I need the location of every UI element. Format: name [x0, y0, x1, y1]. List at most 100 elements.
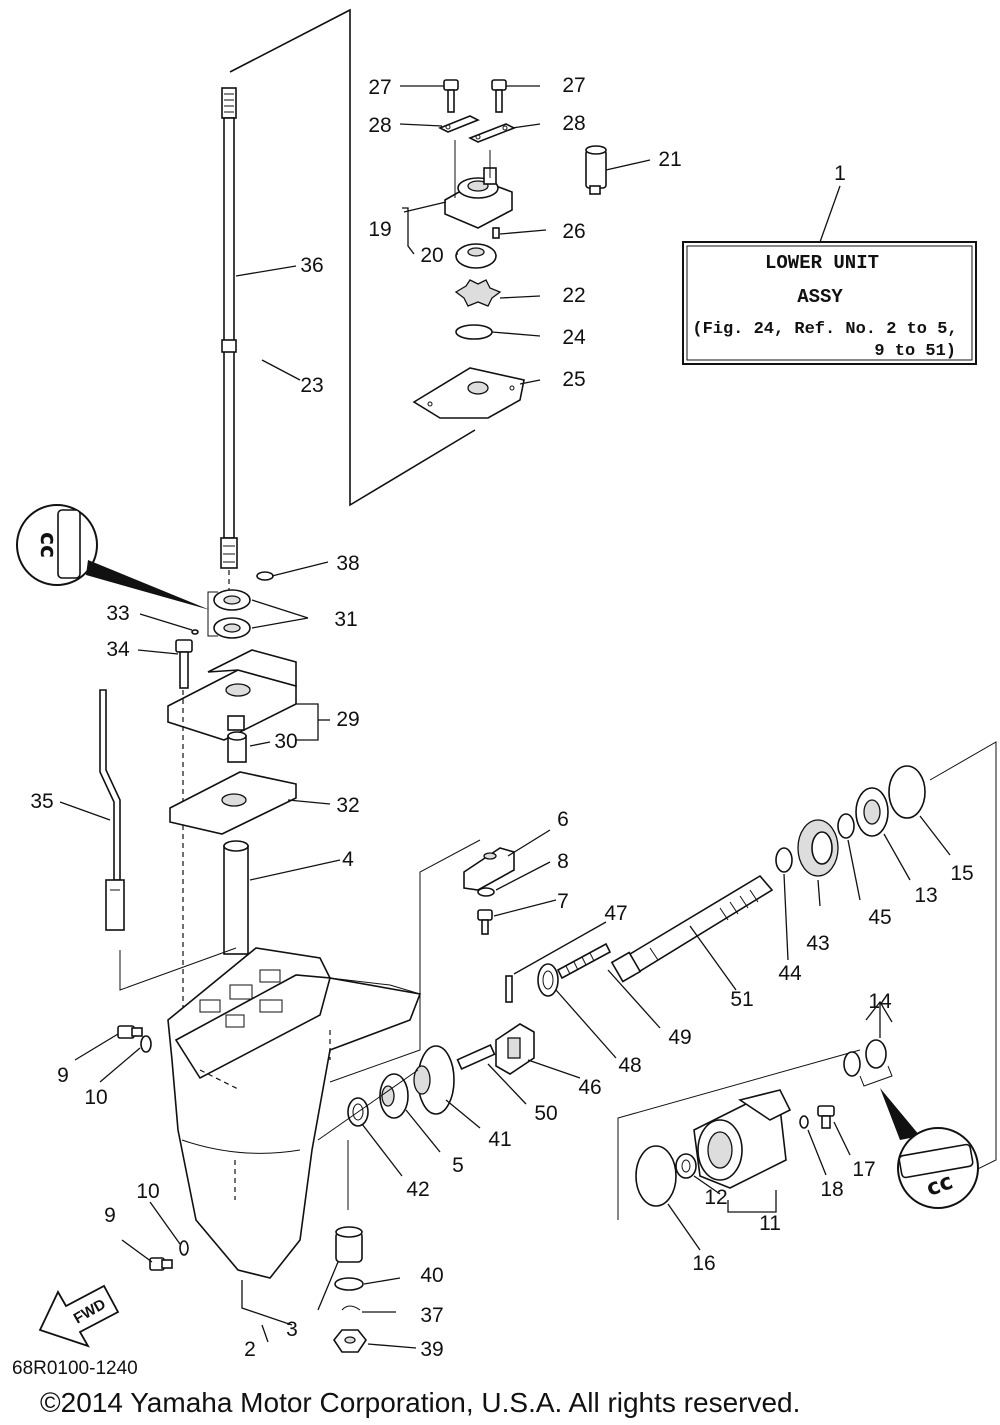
callout-19: 19	[368, 218, 391, 241]
bearing-lower	[213, 617, 251, 639]
circlip-37	[341, 1305, 361, 1311]
bolt-9-lower	[149, 1257, 173, 1271]
assy-box-line3: (Fig. 24, Ref. No. 2 to 5,	[692, 320, 957, 339]
propeller-shaft-housing	[693, 1089, 792, 1189]
callout-9-lower: 9	[104, 1204, 116, 1227]
impeller-insert	[455, 243, 497, 269]
lower-unit-assy-box: LOWER UNIT ASSY (Fig. 24, Ref. No. 2 to …	[682, 241, 977, 365]
callout-8: 8	[557, 850, 569, 873]
water-pipe	[223, 840, 249, 955]
callout-12: 12	[704, 1186, 727, 1209]
drawing-code: 68R0100-1240	[12, 1358, 138, 1379]
leader-lines	[59, 85, 951, 1349]
callout-32: 32	[336, 794, 359, 817]
o-ring-15	[888, 765, 926, 819]
callout-16: 16	[692, 1252, 715, 1275]
callout-31: 31	[334, 608, 357, 631]
callout-39: 39	[420, 1338, 443, 1361]
bearing-5	[379, 1073, 409, 1119]
callout-6: 6	[557, 808, 569, 831]
callout-11: 11	[759, 1212, 781, 1235]
callout-27-right: 27	[562, 74, 585, 97]
callout-2: 2	[244, 1338, 256, 1361]
assy-box-line1: LOWER UNIT	[765, 252, 879, 274]
callout-20: 20	[420, 244, 443, 267]
screw-7	[477, 909, 493, 935]
housing-bolt-17	[817, 1105, 835, 1129]
gasket-16	[635, 1145, 677, 1207]
callout-18: 18	[820, 1178, 843, 1201]
callout-23: 23	[300, 374, 323, 397]
fwd-arrow-icon: FWD	[38, 1284, 120, 1348]
callout-24: 24	[562, 326, 586, 349]
callout-27-left: 27	[368, 76, 391, 99]
callout-38: 38	[336, 552, 359, 575]
shim-40	[334, 1277, 364, 1291]
impeller	[454, 279, 502, 307]
pinion-nut	[333, 1329, 367, 1353]
callout-28-right: 28	[562, 112, 585, 135]
clutch-spring	[537, 963, 559, 997]
callout-37: 37	[420, 1304, 443, 1327]
pump-bolt-left	[443, 79, 459, 113]
callout-47: 47	[604, 902, 627, 925]
pinion-gear	[413, 1045, 455, 1115]
dog-clutch	[495, 1023, 535, 1075]
housing-gasket	[169, 771, 297, 835]
assy-box-line4: 9 to 51)	[874, 342, 956, 361]
pump-plate-right	[468, 123, 516, 143]
callout-4: 4	[342, 848, 354, 871]
pump-pin	[492, 227, 500, 239]
water-tube	[585, 145, 607, 195]
callout-5: 5	[452, 1154, 464, 1177]
callout-41: 41	[488, 1128, 511, 1151]
callout-15: 15	[950, 862, 973, 885]
pump-bolt-right	[491, 79, 507, 113]
shaft-clip	[256, 571, 274, 581]
seal-33	[191, 629, 199, 635]
lower-case	[167, 947, 422, 1279]
callout-49: 49	[668, 1026, 691, 1049]
callout-45: 45	[868, 906, 891, 929]
water-inlet-cover	[463, 847, 515, 891]
drive-shaft	[220, 87, 238, 600]
callout-29: 29	[336, 708, 359, 731]
callout-9-upper: 9	[57, 1064, 69, 1087]
washer-8	[477, 887, 495, 897]
callout-36: 36	[300, 254, 323, 277]
callout-30: 30	[274, 730, 297, 753]
callout-26: 26	[562, 220, 585, 243]
callout-7: 7	[557, 890, 569, 913]
bushing-12	[675, 1153, 697, 1179]
grease-stamp-top: cc	[16, 504, 210, 610]
callout-3: 3	[286, 1318, 298, 1341]
pump-outer-plate	[412, 367, 525, 419]
callout-numbers: 1 2 3 4 5 6 7 8 9 9 10 10 11 12 13 14 15…	[30, 74, 973, 1361]
callout-28-left: 28	[368, 114, 391, 137]
copyright-notice: ©2014 Yamaha Motor Corporation, U.S.A. A…	[40, 1387, 800, 1418]
callout-42: 42	[406, 1178, 429, 1201]
forward-gear	[797, 819, 839, 877]
callout-17: 17	[852, 1158, 875, 1181]
shaft-sleeve	[227, 731, 247, 763]
oil-seal-housing	[167, 649, 297, 741]
pinion-3	[335, 1226, 363, 1263]
washer-10-upper	[140, 1035, 152, 1053]
grease-stamp-top-text: cc	[35, 532, 60, 558]
callout-43: 43	[806, 932, 829, 955]
pump-housing	[444, 140, 513, 229]
callout-35: 35	[30, 790, 53, 813]
shim-45	[837, 813, 855, 839]
callout-13: 13	[914, 884, 937, 907]
pin-50	[456, 1044, 496, 1070]
callout-14: 14	[868, 990, 892, 1013]
callout-48: 48	[618, 1054, 641, 1077]
pump-o-ring	[455, 324, 493, 340]
callout-33: 33	[106, 602, 129, 625]
bearing-13	[855, 787, 889, 837]
oil-seals-14	[843, 1039, 887, 1077]
callout-44: 44	[778, 962, 802, 985]
callout-46: 46	[578, 1076, 601, 1099]
pump-plate-left	[438, 115, 480, 133]
